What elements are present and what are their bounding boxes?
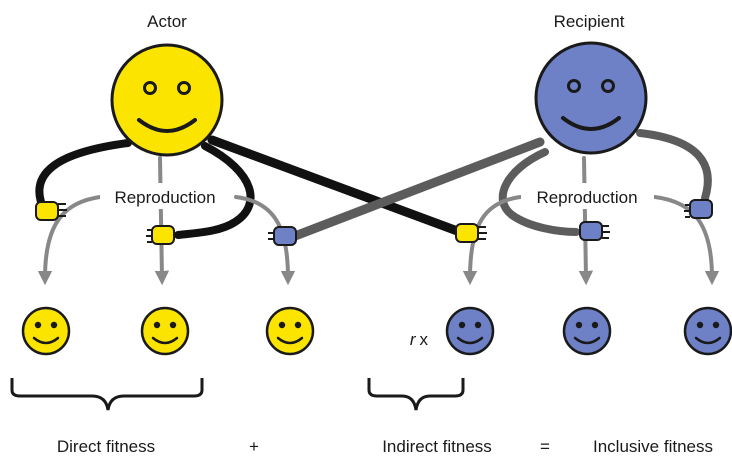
offspring-face-icon bbox=[21, 306, 71, 356]
reproduction-label-right: Reproduction bbox=[536, 188, 637, 207]
recipient-arms bbox=[290, 129, 712, 241]
giving-hand-icon bbox=[146, 225, 175, 245]
giving-hand-icon bbox=[35, 201, 67, 221]
reproduction-arrow-3 bbox=[234, 195, 296, 286]
actor-arm-to-own-offspring-1 bbox=[35, 139, 132, 216]
giving-hand-icon bbox=[579, 221, 610, 241]
indirect-fitness-label: Indirect fitness bbox=[382, 437, 492, 456]
reproduction-arrow-1 bbox=[37, 195, 102, 286]
actor-arm-to-own-offspring-2 bbox=[174, 142, 255, 239]
giving-hand-icon bbox=[268, 226, 297, 246]
recipient-arm-to-own-offspring-2 bbox=[636, 129, 712, 202]
reproduction-label-left: Reproduction bbox=[114, 188, 215, 207]
plus-sign: + bbox=[249, 437, 259, 456]
relatedness-times: x bbox=[420, 330, 429, 349]
direct-fitness-label: Direct fitness bbox=[57, 437, 155, 456]
actor-title: Actor bbox=[147, 12, 187, 31]
offspring-face-icon bbox=[683, 306, 732, 356]
offspring-face-icon bbox=[265, 306, 315, 356]
offspring-face-icon bbox=[445, 306, 495, 356]
inclusive-fitness-label: Inclusive fitness bbox=[593, 437, 713, 456]
relatedness-r: r bbox=[410, 330, 417, 349]
reproduction-arrow-2 bbox=[154, 156, 170, 286]
equals-sign: = bbox=[540, 437, 550, 456]
recipient-arm-to-actor-offspring bbox=[290, 137, 545, 241]
recipient-face-icon bbox=[534, 41, 648, 155]
reproduction-arrows bbox=[37, 156, 720, 286]
indirect-fitness-bracket-icon bbox=[367, 378, 465, 411]
reproduction-arrow-5 bbox=[578, 156, 594, 286]
reproduction-arrow-4 bbox=[462, 195, 522, 286]
reproduction-label-right-bg bbox=[521, 183, 654, 209]
reproduction-label-left-bg bbox=[100, 183, 230, 209]
actor-arm-to-relative bbox=[207, 135, 465, 237]
actor-arms bbox=[35, 135, 465, 239]
recipient-title: Recipient bbox=[554, 12, 625, 31]
direct-fitness-bracket-icon bbox=[10, 378, 204, 411]
reproduction-arrow-6 bbox=[653, 195, 720, 286]
recipient-arm-to-own-offspring-1 bbox=[498, 148, 580, 236]
offspring-face-icon bbox=[562, 306, 612, 356]
giving-hand-icon bbox=[455, 223, 487, 243]
actor-face-icon bbox=[110, 43, 224, 157]
giving-hand-icon bbox=[684, 199, 713, 219]
offspring-face-icon bbox=[140, 306, 190, 356]
